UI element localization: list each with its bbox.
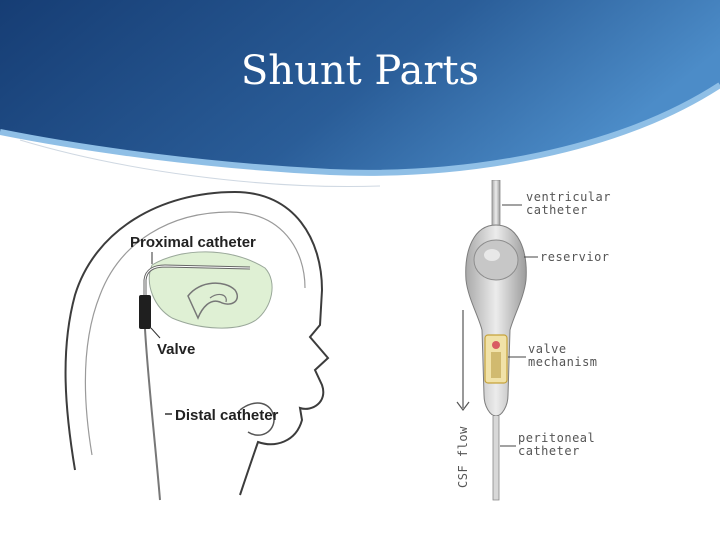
peritoneal-catheter-label-1: peritoneal — [518, 431, 595, 445]
valve-mechanism-label-2: mechanism — [528, 355, 598, 369]
ventricle — [187, 282, 239, 320]
csf-flow-label: CSF flow — [456, 426, 470, 488]
head-inner-outline — [84, 211, 306, 456]
ventricle-curl — [209, 293, 227, 303]
distal-catheter-line — [144, 328, 161, 501]
valve-body — [139, 295, 151, 329]
title-banner — [0, 0, 720, 187]
brain-region — [148, 251, 273, 329]
ear-outline — [239, 402, 275, 436]
peritoneal-catheter-tube — [492, 416, 500, 501]
valve-label: Valve — [157, 341, 195, 358]
head-shunt-diagram: Proximal catheter Valve Distal catheter — [64, 190, 330, 501]
peritoneal-catheter-label-2: catheter — [518, 444, 580, 458]
ventricular-catheter-tube — [491, 180, 501, 229]
distal-catheter-label: Distal catheter — [175, 407, 279, 424]
head-outline — [64, 190, 330, 496]
slide-title: Shunt Parts — [240, 48, 480, 94]
proximal-catheter-label: Proximal catheter — [130, 234, 256, 251]
reservoir-label: reservior — [540, 250, 610, 264]
ventricular-catheter-label-2: catheter — [526, 203, 588, 217]
valve-mechanism-label-1: valve — [528, 342, 567, 356]
ventricular-catheter-label-1: ventricular — [526, 190, 611, 204]
shunt-device-diagram: ventricular catheter reservior valve mec… — [456, 180, 611, 501]
arrow-head-icon — [456, 401, 470, 411]
